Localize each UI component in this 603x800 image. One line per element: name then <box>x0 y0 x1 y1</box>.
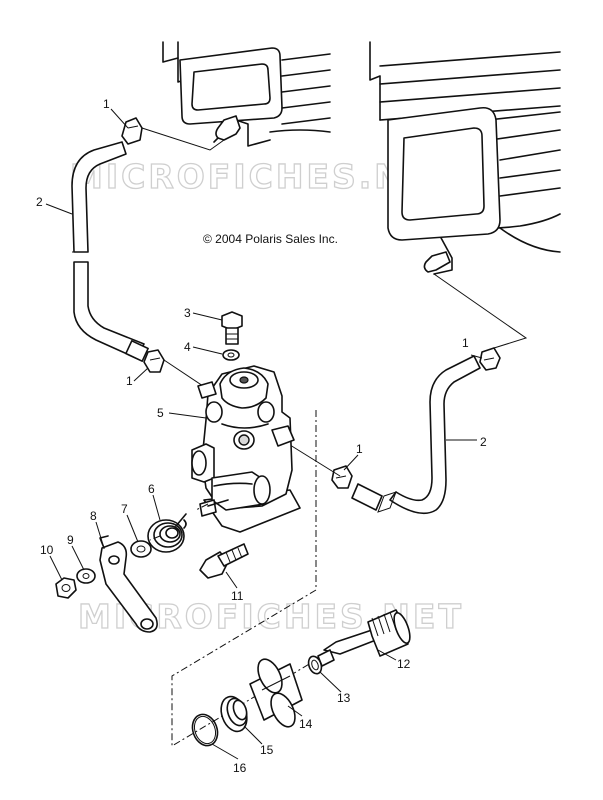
return-spring <box>147 513 187 553</box>
hose-left-lower <box>73 261 149 362</box>
banjo-bolt <box>221 311 243 345</box>
callout-lever-washer: 7 <box>121 502 128 516</box>
callout-drive-bushing: 14 <box>299 717 313 731</box>
snap-ring <box>191 713 219 747</box>
cylinder-left <box>162 41 331 147</box>
hose-clamp-top-left <box>121 117 143 145</box>
callout-hose-clamp: 1 <box>356 442 363 456</box>
callout-oil-pump: 5 <box>157 406 164 420</box>
callout-return-spring: 6 <box>148 482 155 496</box>
callout-drive-gear-shaft: 12 <box>397 657 411 671</box>
callout-sealing-washer: 4 <box>184 340 191 354</box>
hose-left-upper <box>71 141 127 253</box>
small-washer <box>76 568 96 584</box>
sealing-washer <box>222 349 240 361</box>
drive-bushing <box>249 658 303 728</box>
callout-mounting-bolt: 11 <box>231 589 244 603</box>
callout-hose: 2 <box>480 435 487 449</box>
callout-hose: 2 <box>36 195 43 209</box>
callout-small-washer: 9 <box>67 533 74 547</box>
drive-gear-shaft <box>317 609 411 667</box>
callout-control-lever: 8 <box>90 509 97 523</box>
callout-hose-clamp: 1 <box>126 374 133 388</box>
oil-pump <box>191 365 301 533</box>
hose-right <box>351 355 481 515</box>
cylinder-right <box>369 41 561 275</box>
callout-oil-seal: 15 <box>260 743 274 757</box>
callout-banjo-bolt: 3 <box>184 306 191 320</box>
lever-washer <box>130 540 152 558</box>
lock-nut <box>55 577 77 599</box>
copyright-text: © 2004 Polaris Sales Inc. <box>203 232 338 246</box>
hose-clamp-mid-left <box>143 349 165 373</box>
hose-clamp-right-top <box>479 347 501 371</box>
hose-clamp-right-mid <box>331 465 353 489</box>
callout-snap-ring: 16 <box>233 761 247 775</box>
callout-lock-nut: 10 <box>40 543 54 557</box>
callout-hose-clamp: 1 <box>462 336 469 350</box>
mounting-bolt <box>199 543 249 579</box>
callout-hose-clamp: 1 <box>103 97 110 111</box>
callout-shaft-o-ring: 13 <box>337 691 351 705</box>
oil-seal <box>220 695 248 733</box>
shaft-o-ring <box>307 655 323 675</box>
